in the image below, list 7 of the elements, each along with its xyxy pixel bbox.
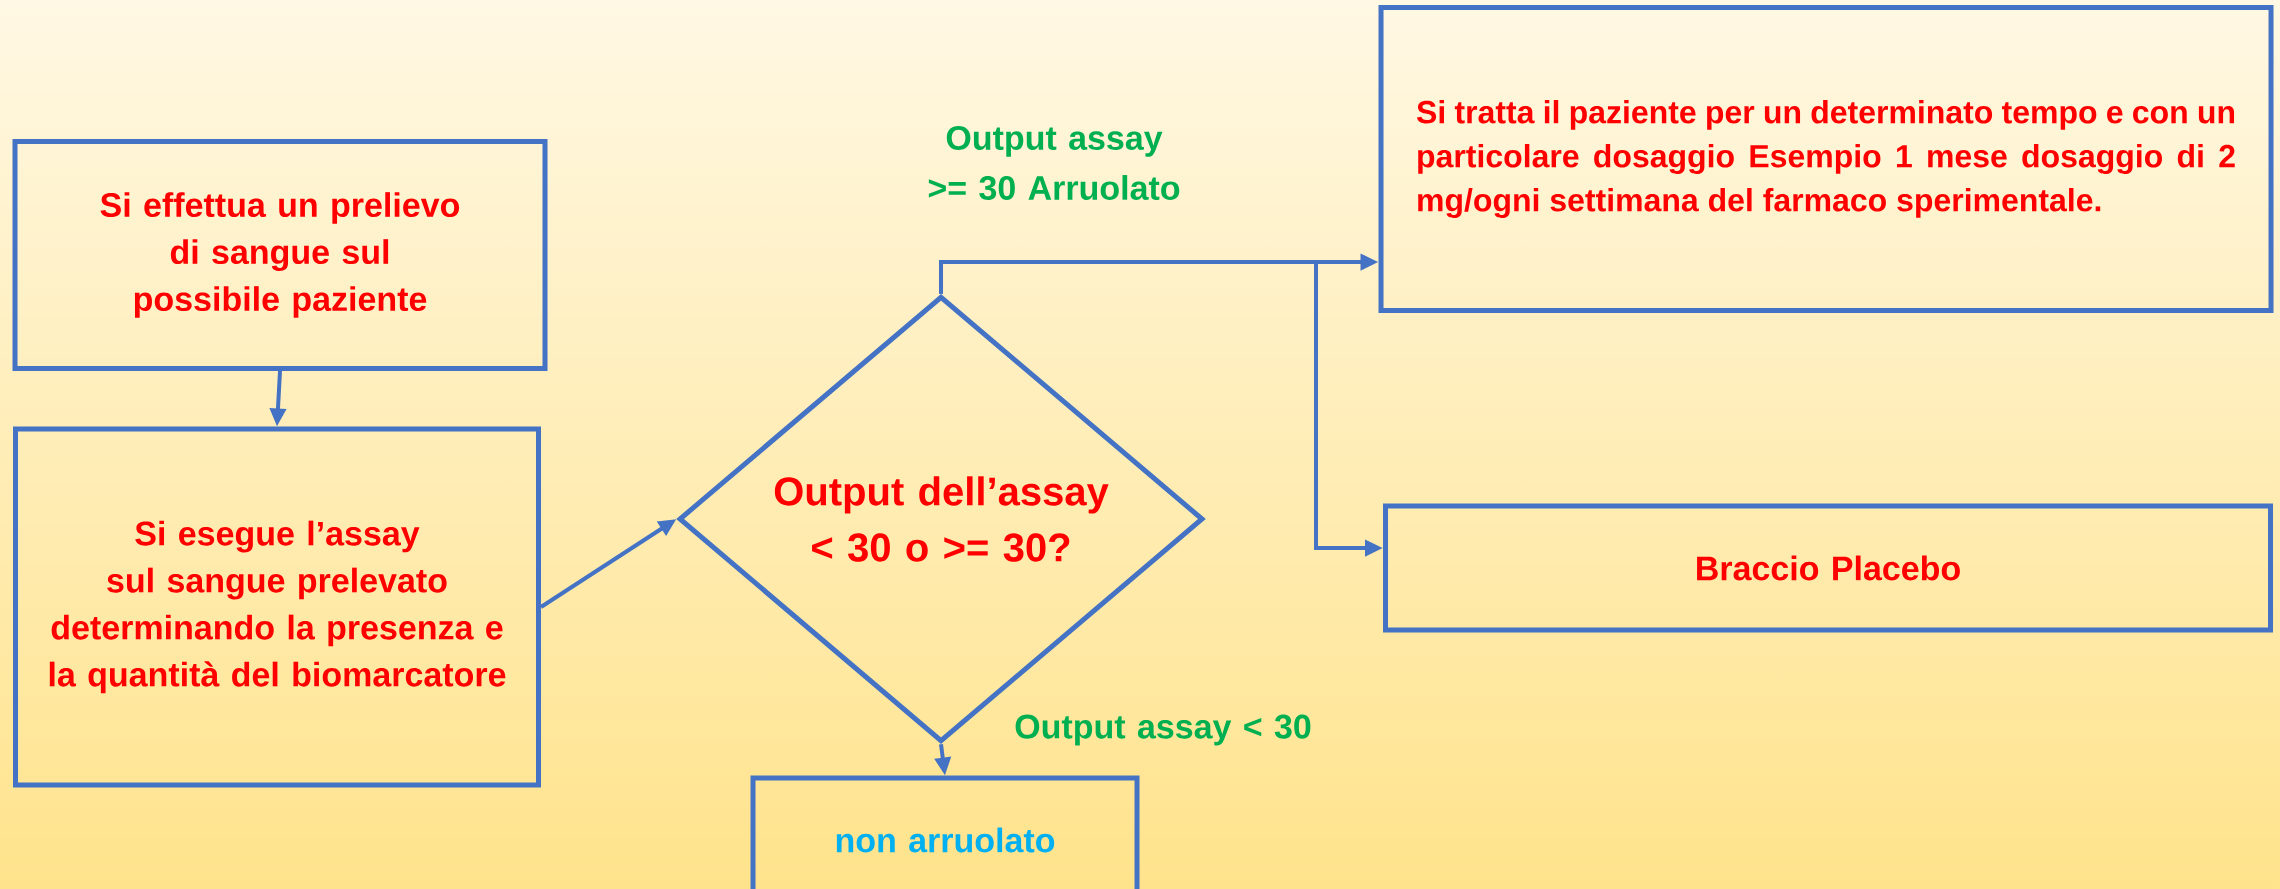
process-box: Si effettua un prelievo di sangue sul possibile paziente (12, 139, 548, 371)
process-box: Braccio Placebo (1383, 503, 2274, 633)
edge-label: Output assay >= 30 Arruolato (928, 125, 1180, 201)
edge-label: Output assay < 30 (1015, 714, 1311, 746)
process-box: non arruolato (750, 775, 1140, 889)
process-box: Si tratta il paziente per un determinato tempo e con un particolare dosaggio Esempio 1 mese dosaggio di 2 mg/ogni settimana del farmaco sperimentale. (1378, 5, 2274, 313)
process-box: Si esegue l’assay sul sangue prelevato determinando la presenza e la quantità del biomarcatore (13, 426, 541, 788)
